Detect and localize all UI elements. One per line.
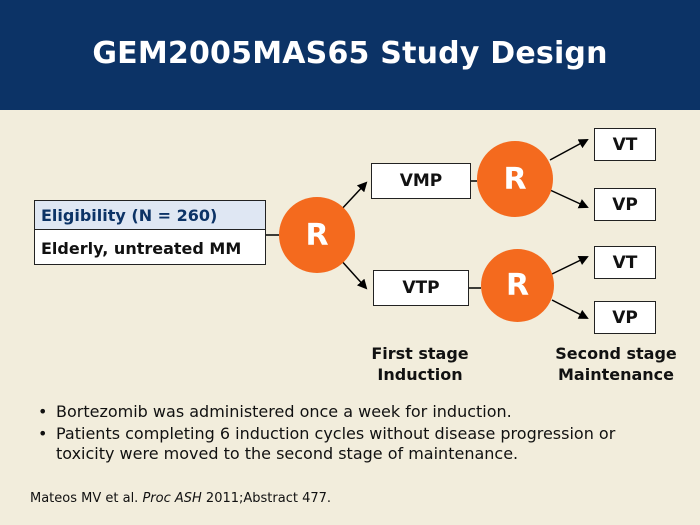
eligibility-header: Eligibility (N = 260) [35,201,265,230]
maintenance-arm-upper-vt: VT [594,128,656,161]
arrow-to-upper-vt [549,139,589,161]
title-bar: GEM2005MAS65 Study Design [0,0,700,110]
arrow-to-lower-vt [551,255,589,275]
citation: Mateos MV et al. Proc ASH 2011;Abstract … [30,491,331,506]
notes-list: • Bortezomib was administered once a wee… [36,402,676,466]
randomize-circle-lower: R [481,249,554,322]
first-stage-title: First stage [371,344,469,363]
note-text: Patients completing 6 induction cycles w… [56,424,616,463]
arrow-to-vtp [338,257,368,290]
induction-arm-vmp: VMP [371,163,471,199]
maintenance-arm-lower-vt: VT [594,246,656,279]
maintenance-arm-lower-vp: VP [594,301,656,334]
arrow-to-lower-vp [551,299,589,319]
induction-arm-vtp: VTP [373,270,469,306]
slide-title: GEM2005MAS65 Study Design [92,36,608,71]
randomize-circle-upper: R [477,141,553,217]
citation-authors: Mateos MV et al. [30,491,143,506]
note-item: • Bortezomib was administered once a wee… [36,402,676,422]
note-text: Bortezomib was administered once a week … [56,402,512,421]
second-stage-subtitle: Maintenance [557,365,674,384]
randomize-circle-initial: R [279,197,355,273]
maintenance-arm-upper-vp: VP [594,188,656,221]
eligibility-population: Elderly, untreated MM [41,238,242,258]
citation-journal: Proc ASH [142,491,202,506]
bullet-dot-icon: • [38,424,48,443]
second-stage-label: Second stage Maintenance [540,343,692,385]
second-stage-title: Second stage [555,344,677,363]
eligibility-box: Eligibility (N = 260) Elderly, untreated… [34,200,266,265]
bullet-dot-icon: • [38,402,48,421]
first-stage-label: First stage Induction [350,343,490,385]
note-item: • Patients completing 6 induction cycles… [36,424,676,464]
citation-details: 2011;Abstract 477. [201,491,332,506]
arrow-to-upper-vp [549,189,589,209]
first-stage-subtitle: Induction [377,365,463,384]
